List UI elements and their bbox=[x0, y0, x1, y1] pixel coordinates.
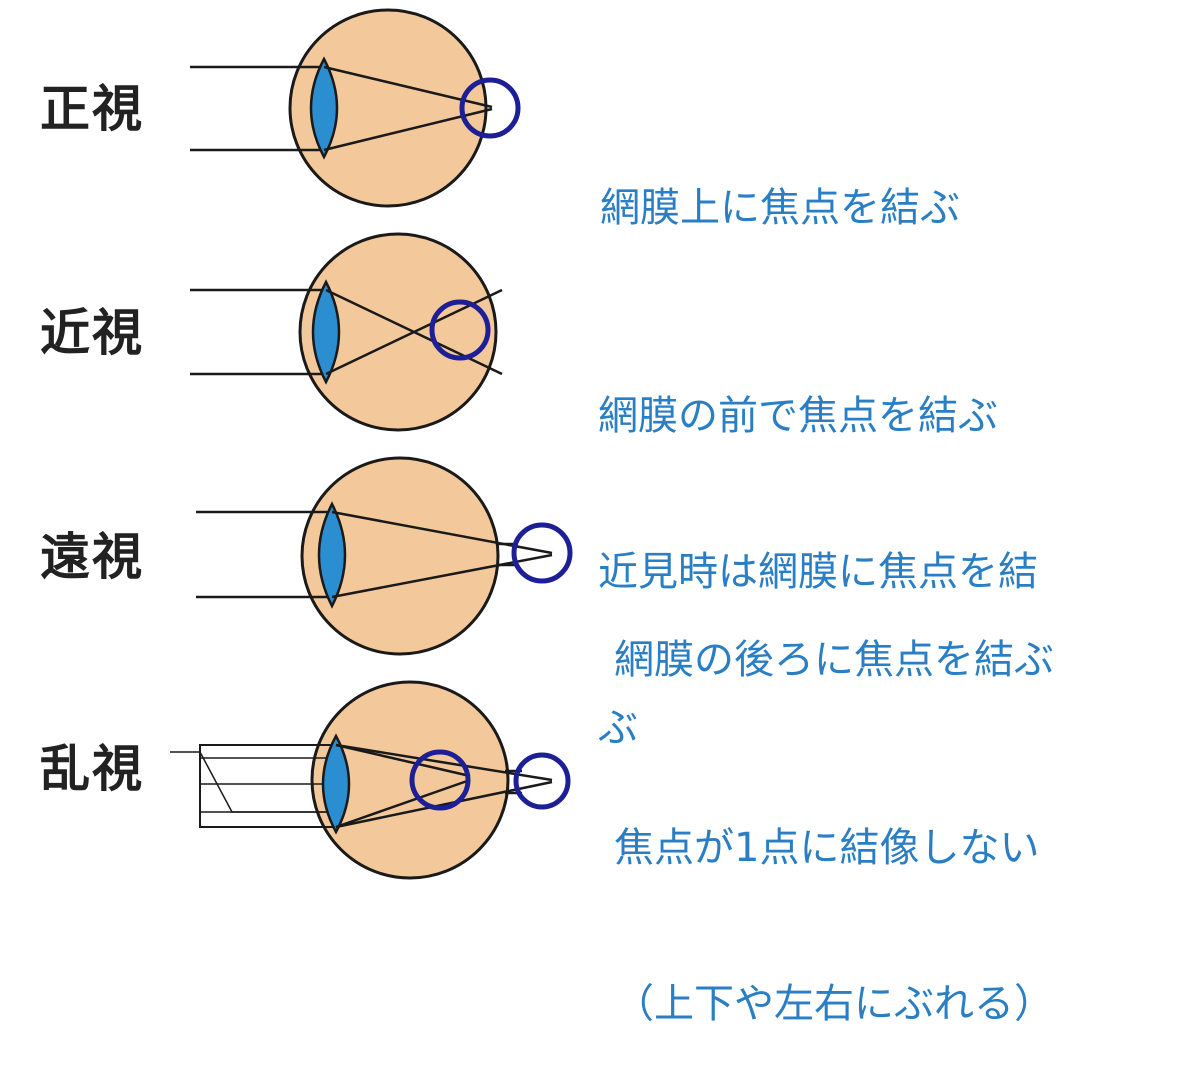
eye-diagram-myopia bbox=[190, 232, 503, 432]
condition-label-normal: 正視 bbox=[40, 80, 144, 138]
description-line: 網膜の前で焦点を結ぶ bbox=[598, 393, 998, 439]
eye-refraction-figure bbox=[170, 8, 573, 880]
eyeball bbox=[298, 232, 498, 432]
description-normal: 網膜上に焦点を結ぶ bbox=[600, 78, 960, 286]
description-line: 焦点が1点に結像しない bbox=[614, 825, 1040, 871]
focus-circle bbox=[513, 752, 571, 810]
description-hyperopia: 網膜の後ろに焦点を結ぶ bbox=[614, 530, 1054, 738]
focus-circle bbox=[409, 749, 471, 811]
incoming-ray-angled bbox=[170, 751, 336, 813]
focus-circle bbox=[429, 299, 491, 361]
description-line: ぶ bbox=[598, 705, 638, 751]
description-astigmatism: 焦点が1点に結像しない （上下や左右にぶれる） bbox=[614, 718, 1054, 1082]
description-line: 近見時は網膜に焦点を結 bbox=[598, 549, 1038, 595]
focus-circle bbox=[459, 77, 521, 139]
description-line: （上下や左右にぶれる） bbox=[614, 981, 1054, 1027]
description-myopia: 網膜の前で焦点を結ぶ 近見時は網膜に焦点を結 ぶ bbox=[598, 286, 1038, 806]
eye-diagram-astigmatism bbox=[170, 680, 571, 880]
description-line: 網膜上に焦点を結ぶ bbox=[600, 185, 960, 231]
lens bbox=[317, 501, 347, 609]
eyeball bbox=[288, 8, 488, 208]
eye-diagram-normal bbox=[190, 8, 521, 208]
condition-label-myopia: 近視 bbox=[40, 304, 144, 362]
refracted-ray bbox=[335, 778, 471, 829]
eye-diagram-hyperopia bbox=[196, 456, 573, 656]
condition-label-hyperopia: 遠視 bbox=[40, 528, 144, 586]
refracted-ray bbox=[335, 743, 471, 778]
condition-label-astigmatism: 乱視 bbox=[40, 740, 144, 798]
lens bbox=[309, 56, 339, 160]
focus-circle bbox=[511, 522, 573, 584]
lens bbox=[311, 279, 341, 385]
eyeball bbox=[300, 456, 500, 656]
lens bbox=[321, 733, 351, 835]
description-line: 網膜の後ろに焦点を結ぶ bbox=[614, 637, 1054, 683]
